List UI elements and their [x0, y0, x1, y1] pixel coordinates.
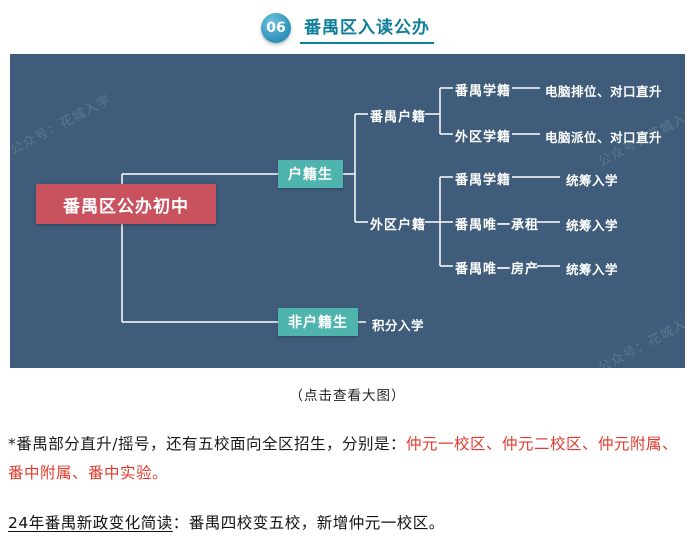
outcome-coordinated-enrollment-1: 统筹入学 — [566, 173, 619, 188]
branch-non-household-students: 非户籍生 — [278, 308, 358, 336]
node-panyu-sole-rental: 番禺唯一承租 — [455, 218, 540, 233]
node-panyu-sole-property: 番禺唯一房产 — [455, 262, 540, 277]
note-text-black: *番禺部分直升/摇号，还有五校面向全区招生，分别是： — [8, 435, 406, 453]
outcome-points-enrollment: 积分入学 — [372, 318, 425, 333]
admission-flowchart[interactable]: 公众号：花城入学 公众号：花城入学 公众号：花城入学 番禺区公办初中 户籍生 非… — [8, 54, 695, 376]
section-title: 番禺区入读公办 — [300, 13, 434, 44]
note-paragraph: *番禺部分直升/摇号，还有五校面向全区招生，分别是：仲元一校区、仲元二校区、仲元… — [8, 430, 687, 487]
note-text-red-schools: 仲元一校区、仲元二校区、仲元附属、番中附属、番中实验。 — [8, 435, 678, 482]
root-node-panyu-public-junior: 番禺区公办初中 — [36, 184, 216, 224]
branch-household-students: 户籍生 — [278, 160, 343, 188]
section-header: 06 番禺区入读公办 — [0, 0, 695, 44]
node-outer-school-roll: 外区学籍 — [455, 130, 512, 145]
connector-lines — [121, 87, 560, 323]
node-panyu-school-roll-a: 番禺学籍 — [455, 84, 512, 99]
section-number-badge: 06 — [261, 13, 291, 43]
policy-summary-rest: ：番禺四校变五校，新增仲元一校区。 — [172, 514, 445, 533]
outcome-computer-allocation: 电脑派位、对口直升 — [545, 130, 663, 145]
policy-summary-underlined: 24年番禺新政变化简读 — [8, 514, 173, 533]
outcome-coordinated-enrollment-2: 统筹入学 — [566, 218, 619, 233]
outcome-coordinated-enrollment-3: 统筹入学 — [566, 262, 619, 277]
outcome-computer-ranking: 电脑排位、对口直升 — [545, 84, 663, 99]
node-outer-district-hukou: 外区户籍 — [370, 218, 427, 233]
node-panyu-hukou: 番禺户籍 — [370, 110, 427, 125]
policy-summary-line: 24年番禺新政变化简读：番禺四校变五校，新增仲元一校区。 — [8, 511, 687, 533]
caption-click-to-enlarge: （点击查看大图） — [289, 388, 406, 404]
node-panyu-school-roll-b: 番禺学籍 — [455, 173, 512, 188]
